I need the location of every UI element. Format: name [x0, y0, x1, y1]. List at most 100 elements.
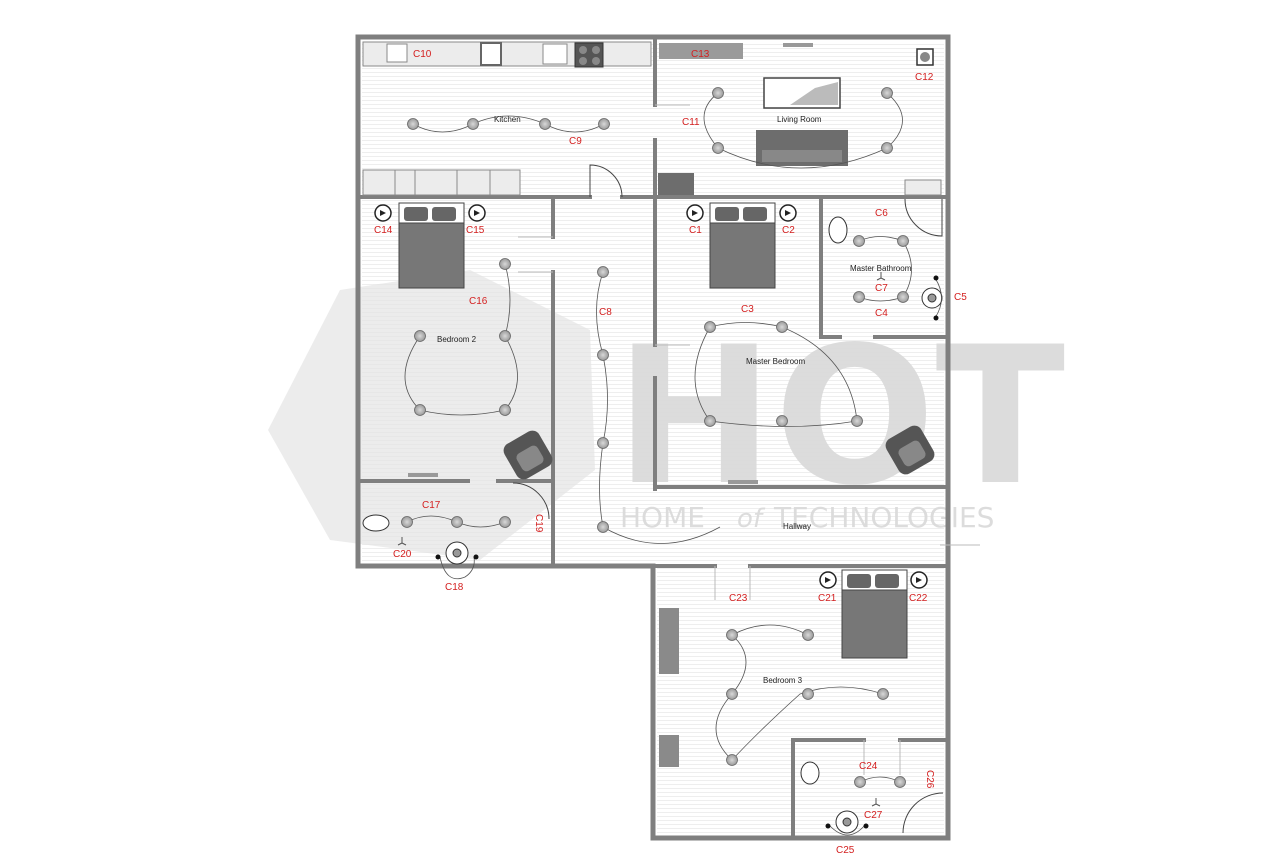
light-icon [499, 404, 511, 416]
hallway-kitchen-door [589, 164, 623, 198]
bathroom-fixtures [362, 216, 943, 834]
circuit-label-c14: C14 [374, 225, 393, 236]
armchair-2-icon [503, 430, 553, 480]
doors [512, 104, 980, 834]
light-icon [598, 118, 610, 130]
light-icon [854, 776, 866, 788]
light-icon [877, 688, 889, 700]
light-icon [414, 330, 426, 342]
circuit-label-c12: C12 [915, 72, 934, 83]
fan-icon [871, 798, 881, 807]
speaker-icon [910, 571, 928, 589]
bedroom-3-door [714, 566, 751, 600]
light-icon [597, 521, 609, 533]
watermark-tagline-suffix: TECHNOLOGIES [773, 501, 994, 534]
toilet-master-icon [828, 216, 848, 244]
circuit-label-c5: C5 [954, 292, 967, 303]
circuit-label-c6: C6 [875, 208, 888, 219]
ceiling-lights [401, 87, 909, 788]
light-icon [802, 629, 814, 641]
circuit-label-c16: C16 [469, 296, 488, 307]
speaker-icon [374, 204, 392, 222]
circuit-label-c19: C19 [533, 514, 544, 533]
light-icon [407, 118, 419, 130]
light-icon [776, 415, 788, 427]
bathroom-3-door-frame [863, 740, 901, 775]
light-icon [894, 776, 906, 788]
light-icon [597, 266, 609, 278]
bedroom-2-door [518, 236, 553, 273]
room-label-bedroom-2: Bedroom 2 [437, 335, 477, 344]
circuit-label-c22: C22 [909, 593, 928, 604]
circuit-label-c27: C27 [864, 810, 883, 821]
room-labels: Kitchen Living Room Master Bathroom Mast… [437, 115, 912, 685]
light-icon [881, 142, 893, 154]
circuit-label-c7: C7 [875, 283, 888, 294]
speaker-icon [819, 571, 837, 589]
room-label-living-room: Living Room [777, 115, 822, 124]
speaker-icon [686, 204, 704, 222]
light-icon [853, 235, 865, 247]
light-icon [853, 291, 865, 303]
room-label-master-bedroom: Master Bedroom [746, 357, 805, 366]
watermark-tagline-of: of [737, 504, 766, 534]
room-label-bedroom-3: Bedroom 3 [763, 676, 803, 685]
bathroom-3-door [902, 792, 944, 834]
light-icon [897, 235, 909, 247]
light-icon [726, 629, 738, 641]
circuit-label-c4: C4 [875, 308, 888, 319]
room-label-hallway: Hallway [783, 522, 811, 531]
circuit-labels: C10 C13 C12 C11 C9 C14 C15 C1 C2 C6 C7 C… [374, 49, 967, 856]
living-room-fixtures [658, 43, 942, 196]
circuit-label-c13: C13 [691, 49, 710, 60]
light-icon [704, 415, 716, 427]
watermark-logo-text: HOT [615, 306, 1065, 527]
kitchen-fixtures [362, 41, 652, 196]
furniture [398, 43, 935, 767]
circuit-label-c17: C17 [422, 500, 441, 511]
light-icon [539, 118, 551, 130]
speaker-icon [468, 204, 486, 222]
circuit-label-c25: C25 [836, 845, 855, 856]
toilet-2-icon [362, 514, 390, 532]
circuit-label-c3: C3 [741, 304, 754, 315]
circuit-label-c21: C21 [818, 593, 837, 604]
wiring [404, 92, 942, 836]
light-icon [414, 404, 426, 416]
light-icon [597, 349, 609, 361]
light-icon [499, 516, 511, 528]
light-icon [499, 258, 511, 270]
fan-icon [876, 272, 886, 281]
circuit-label-c15: C15 [466, 225, 485, 236]
fan-icon [397, 537, 407, 546]
circuit-label-c2: C2 [782, 225, 795, 236]
light-icon [712, 87, 724, 99]
watermark-shield-icon [268, 270, 595, 560]
light-icon [726, 688, 738, 700]
walls [355, 34, 951, 841]
speaker-icon [779, 204, 797, 222]
light-icon [499, 330, 511, 342]
armchair-master-icon [885, 425, 935, 475]
light-icon [776, 321, 788, 333]
light-icon [401, 516, 413, 528]
room-label-master-bathroom: Master Bathroom [850, 264, 912, 273]
watermark-tagline-prefix: HOME [620, 501, 705, 534]
circuit-label-c18: C18 [445, 582, 464, 593]
master-bathroom-door [904, 198, 943, 237]
light-icon [897, 291, 909, 303]
light-icon [451, 516, 463, 528]
light-icon [802, 688, 814, 700]
light-icon [851, 415, 863, 427]
room-label-kitchen: Kitchen [494, 115, 521, 124]
light-icon [726, 754, 738, 766]
circuit-label-c10: C10 [413, 49, 432, 60]
circuit-label-c9: C9 [569, 136, 582, 147]
circuit-label-c24: C24 [859, 761, 878, 772]
circuit-label-c26: C26 [924, 770, 935, 789]
light-icon [597, 437, 609, 449]
watermark: HOT HOME of TECHNOLOGIES [268, 270, 1065, 560]
circuit-label-c20: C20 [393, 549, 412, 560]
bathroom-2-door [512, 482, 550, 520]
